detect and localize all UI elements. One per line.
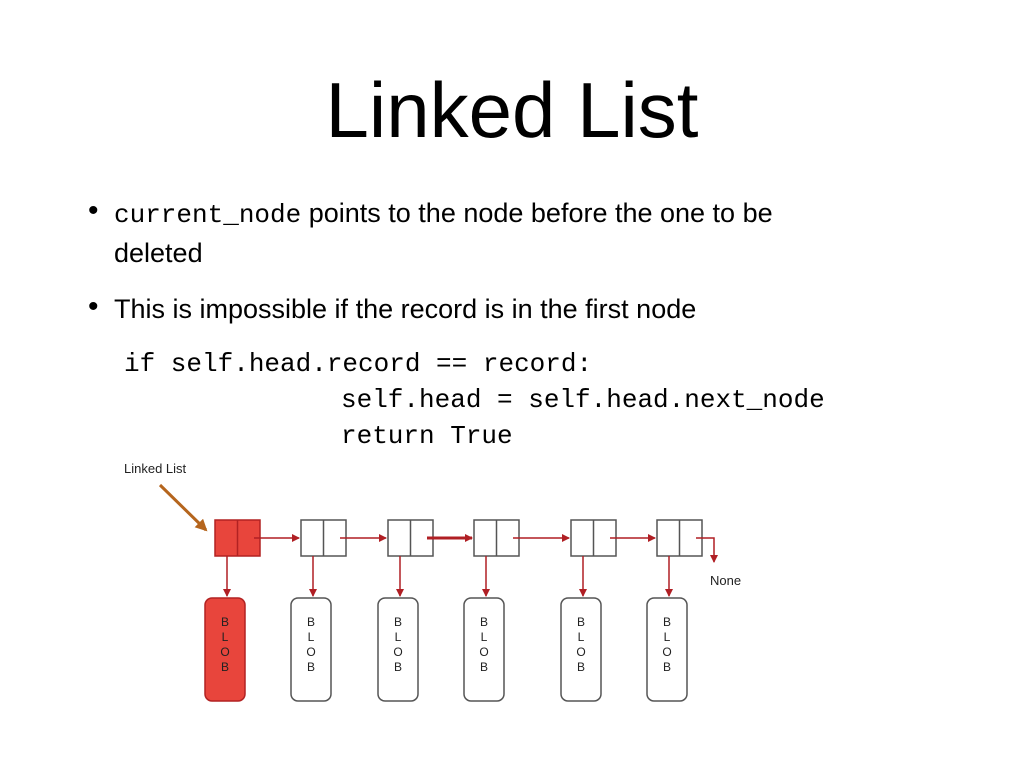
blob-letter: B [480, 615, 488, 629]
blob-box [560, 597, 602, 702]
blob-letter: B [663, 660, 671, 674]
blob-letter: L [308, 630, 315, 644]
code-line-2: self.head = self.head.next_node [341, 385, 825, 415]
blob-letter: L [578, 630, 585, 644]
blob-letter: B [663, 615, 671, 629]
blob-letter: L [664, 630, 671, 644]
code-line-1: if self.head.record == record: [124, 349, 593, 379]
blob-letter: B [307, 660, 315, 674]
none-label: None [710, 573, 741, 588]
blob-letter: B [577, 615, 585, 629]
blob-letter: B [307, 615, 315, 629]
slide-title: Linked List [325, 66, 699, 154]
bullet-1: current_node points to the node before t… [114, 194, 914, 272]
blob-letter: B [480, 660, 488, 674]
blob-letter: B [394, 660, 402, 674]
blob-letter: O [393, 645, 402, 659]
blob-letter: O [220, 645, 229, 659]
blob-letter: O [479, 645, 488, 659]
bullet-1-continuation: deleted [114, 238, 203, 268]
bullet-dot: • [88, 194, 99, 227]
bullet-1-text: points to the node before the one to be [301, 198, 773, 228]
blob-letter: B [577, 660, 585, 674]
blob-box [646, 597, 688, 702]
head-pointer-arrow [158, 483, 208, 532]
blob-letter: B [394, 615, 402, 629]
blob-letter: B [221, 615, 229, 629]
blob-letter: O [662, 645, 671, 659]
bullet-dot: • [88, 290, 99, 323]
blob-box [204, 597, 246, 702]
bullet-2: This is impossible if the record is in t… [114, 294, 697, 324]
blob-letter: L [395, 630, 402, 644]
code-line-3: return True [341, 421, 513, 451]
blob-box [463, 597, 505, 702]
blob-letter: O [576, 645, 585, 659]
none-pointer-arrow [696, 537, 718, 563]
linked-list-label: Linked List [124, 461, 187, 476]
blob-letter: L [481, 630, 488, 644]
blob-box [290, 597, 332, 702]
blob-letter: O [306, 645, 315, 659]
bullet-1-code: current_node [114, 200, 302, 230]
blob-letter: B [221, 660, 229, 674]
blob-letter: L [222, 630, 229, 644]
blob-box [377, 597, 419, 702]
